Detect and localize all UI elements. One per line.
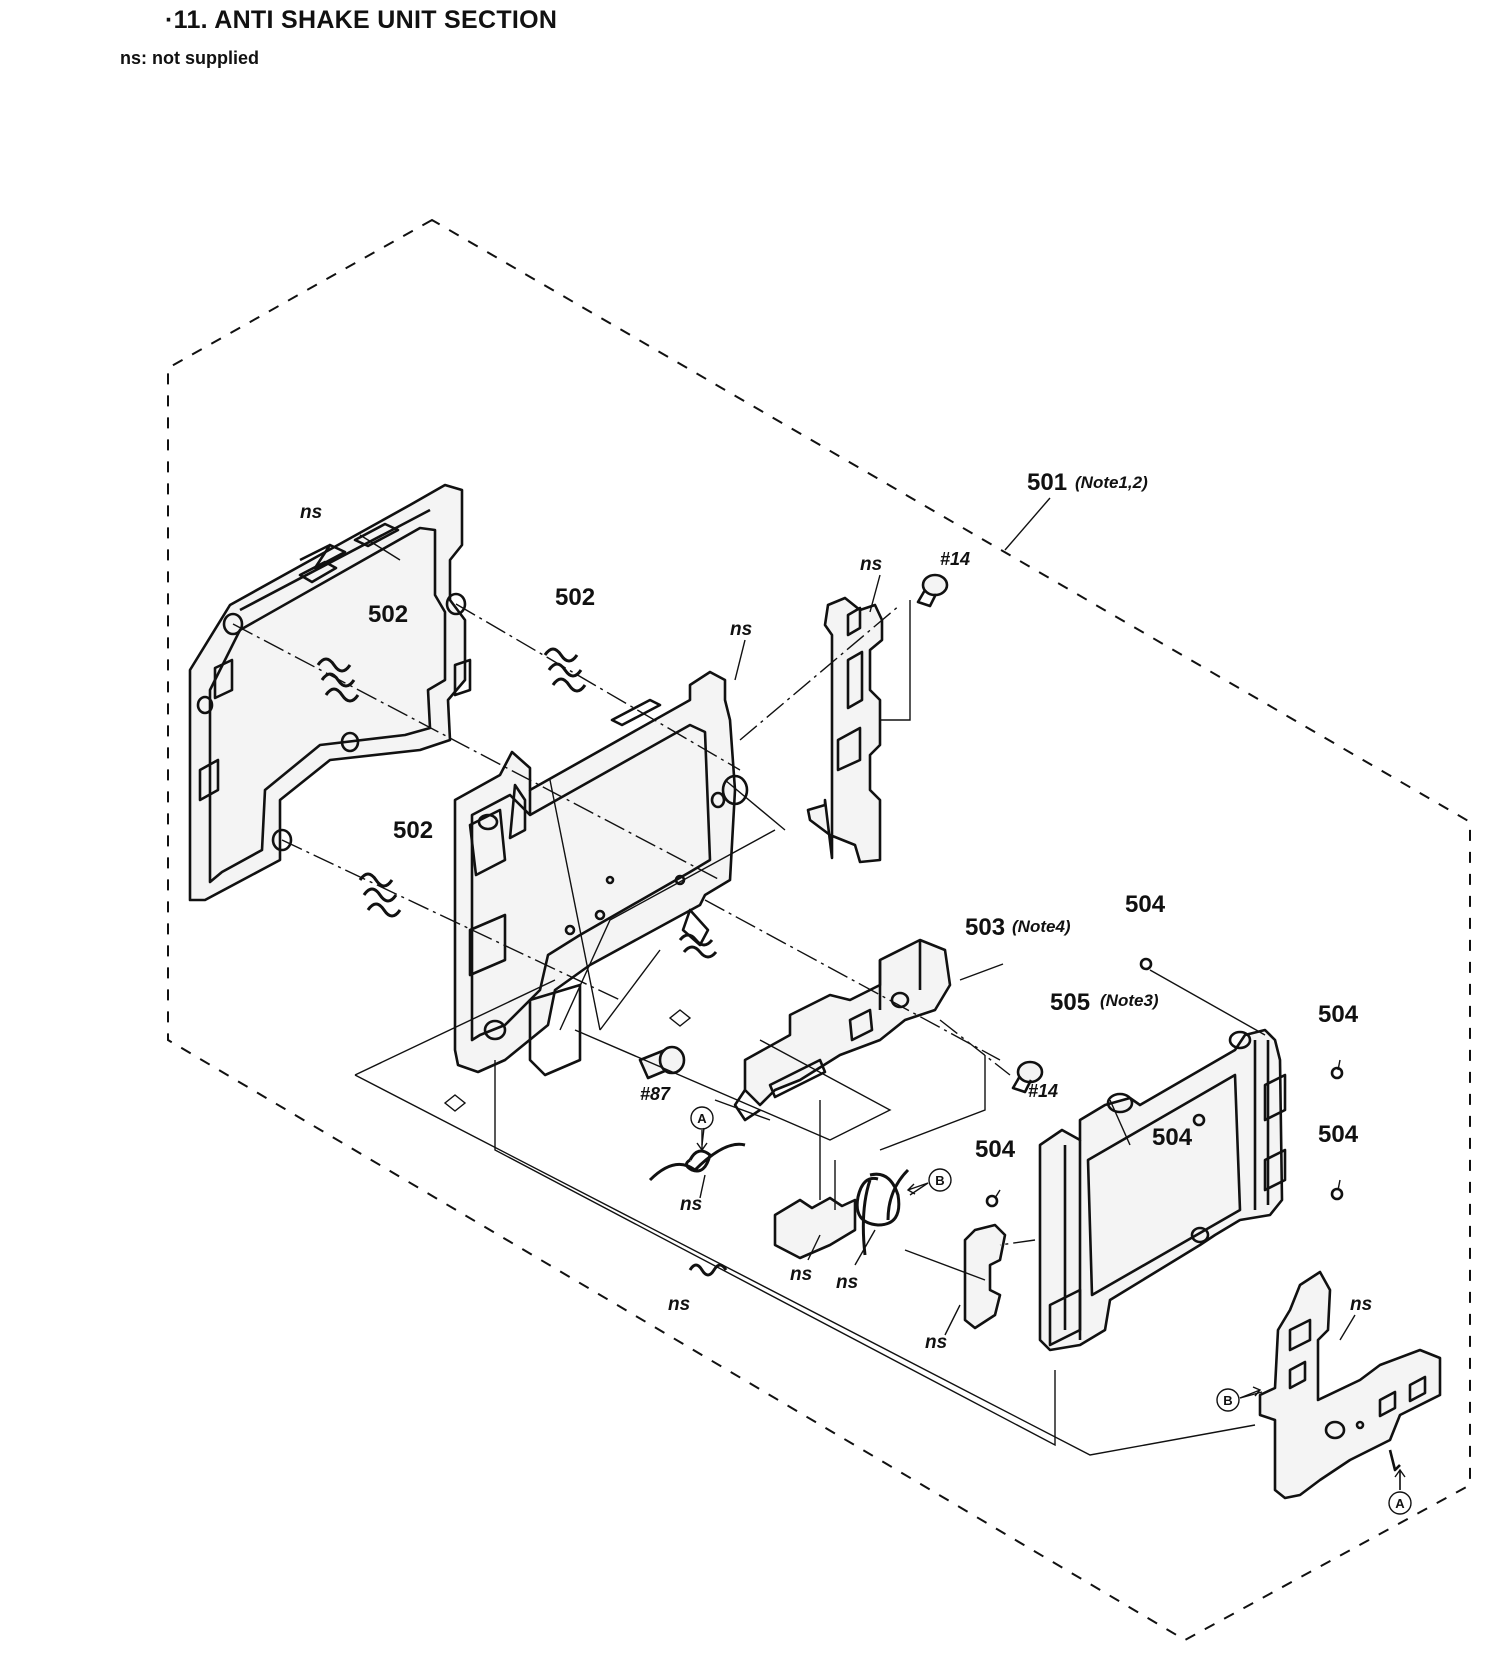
svg-text:(Note4): (Note4): [1012, 917, 1071, 936]
guide-plate-right: [963, 1223, 1007, 1330]
callout-ns-torsion-spring: ns: [680, 1194, 702, 1215]
callout-ns-small-coil: ns: [668, 1294, 690, 1315]
callout-ns-bottom-bracket: ns: [1350, 1294, 1372, 1315]
callout-505: 505 (Note3): [1050, 989, 1159, 1016]
callout-504-center: 504: [1152, 1124, 1193, 1151]
washer-504-center: [1192, 1113, 1206, 1127]
marker-diamond-upper: [668, 1009, 692, 1027]
ref-a-upper: A: [690, 1106, 714, 1130]
svg-text:A: A: [1395, 1496, 1405, 1511]
right-bracket-part: [806, 596, 884, 864]
ref-arrows: [696, 1130, 1406, 1490]
svg-text:501: 501: [1027, 469, 1067, 496]
washer-504-right-upper: [1330, 1066, 1344, 1080]
callout-504-top: 504: [1125, 891, 1166, 918]
guide-plate-left: [773, 1196, 857, 1260]
ref-a-lower: A: [1388, 1491, 1412, 1515]
callout-504-right-lower: 504: [1318, 1121, 1359, 1148]
callout-503: 503 (Note4): [965, 914, 1071, 941]
screw-14-upper: [916, 573, 949, 608]
spring-502-upper-middle: [543, 647, 587, 693]
page-title: ·11. ANTI SHAKE UNIT SECTION: [165, 6, 558, 34]
callout-502-lower: 502: [393, 817, 433, 844]
callout-ns-right-bracket: ns: [860, 554, 882, 575]
callout-screw-14-upper: #14: [940, 549, 970, 569]
callout-ns-left-frame: ns: [300, 502, 322, 523]
callout-501: 501 (Note1,2): [1027, 469, 1148, 496]
spring-center: [678, 933, 718, 959]
spring-502-upper-left: [316, 657, 360, 703]
ref-b-upper: B: [928, 1168, 952, 1192]
callout-screw-14-right: #14: [1028, 1081, 1058, 1101]
svg-text:B: B: [1223, 1393, 1232, 1408]
svg-text:503: 503: [965, 914, 1005, 941]
torsion-spring-left: [648, 1142, 746, 1182]
callout-ns-guide-plate-right: ns: [925, 1332, 947, 1353]
svg-text:(Note3): (Note3): [1100, 991, 1159, 1010]
callout-ns-spring-right: ns: [836, 1272, 858, 1293]
legend-note: ns: not supplied: [120, 48, 259, 68]
washer-504-top: [1139, 957, 1153, 971]
screw-87: [638, 1045, 686, 1080]
svg-text:(Note1,2): (Note1,2): [1075, 473, 1148, 492]
svg-text:B: B: [935, 1173, 944, 1188]
washer-504-left: [985, 1194, 999, 1208]
moving-frame-part-505: [1038, 1028, 1287, 1352]
callout-ns-center-frame: ns: [730, 619, 752, 640]
small-coil-bottom: [688, 1263, 728, 1277]
callout-504-left: 504: [975, 1136, 1016, 1163]
assembly-guide-lines: [232, 497, 1401, 1490]
callout-ns-guide-plate: ns: [790, 1264, 812, 1285]
ref-b-lower: B: [1216, 1388, 1240, 1412]
callout-502-middle: 502: [555, 584, 595, 611]
marker-diamond-lower: [443, 1094, 467, 1112]
callout-502-left: 502: [368, 601, 408, 628]
center-frame-part: [453, 670, 749, 1077]
svg-text:A: A: [697, 1111, 707, 1126]
spring-502-lower: [358, 872, 402, 918]
callout-504-right-upper: 504: [1318, 1001, 1359, 1028]
torsion-spring-right: [855, 1168, 910, 1256]
screw-14-right: [1011, 1060, 1044, 1094]
washer-504-right-lower: [1330, 1187, 1344, 1201]
svg-text:505: 505: [1050, 989, 1090, 1016]
actuator-part-503: [733, 938, 952, 1122]
bottom-bracket-part: [1258, 1270, 1442, 1500]
callout-screw-87: #87: [640, 1084, 671, 1104]
